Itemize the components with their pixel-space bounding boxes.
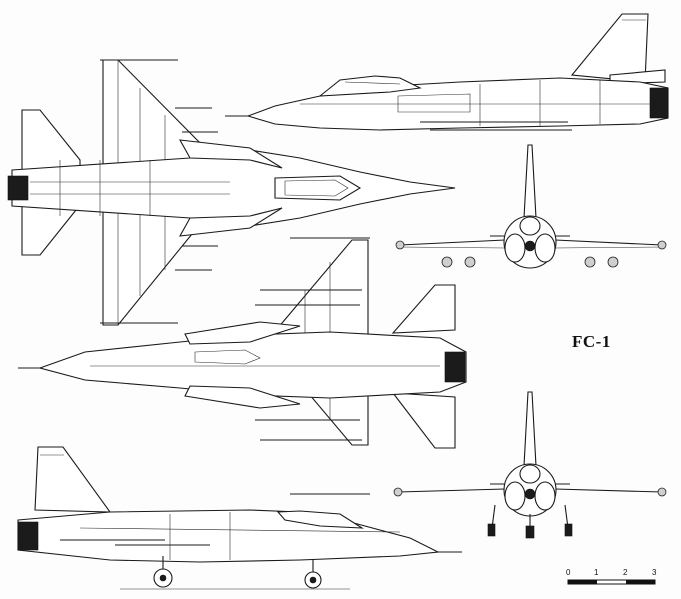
scale-tick-1: 1 — [594, 568, 599, 577]
aircraft-title: FC-1 — [572, 332, 611, 351]
front-view-lower — [393, 391, 667, 539]
top-view — [7, 59, 456, 326]
scale-bar: 0 1 2 3 — [566, 568, 657, 585]
side-view-lower — [17, 446, 462, 590]
scale-tick-3: 3 — [652, 568, 657, 577]
scale-tick-2: 2 — [623, 568, 628, 577]
scale-tick-0: 0 — [566, 568, 571, 577]
side-view-upper — [225, 13, 669, 131]
front-view-upper — [395, 144, 667, 269]
bottom-view — [18, 237, 467, 495]
